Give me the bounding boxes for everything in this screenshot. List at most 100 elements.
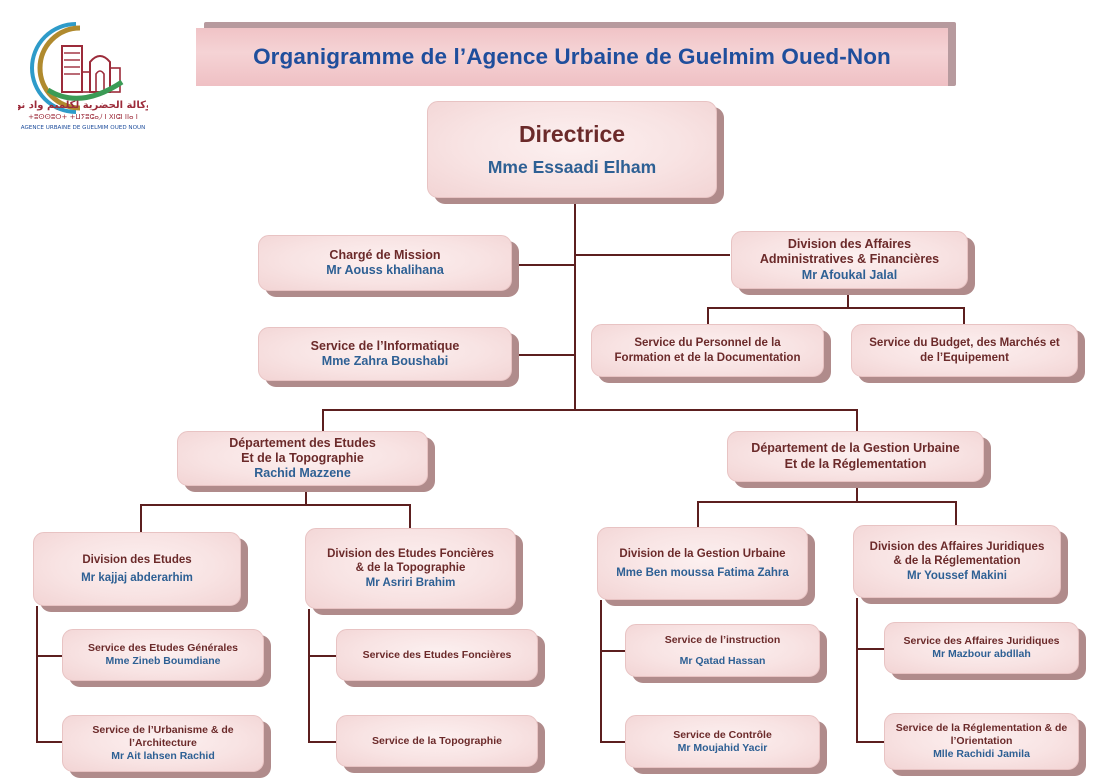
node-body: Service des Etudes Foncières	[336, 629, 538, 681]
node-body: Service de l’Urbanisme & de l’Architectu…	[62, 715, 264, 772]
connector-div-foncieres	[409, 504, 411, 528]
connector-div-etudes	[140, 504, 142, 532]
connector-div-juridiques	[955, 501, 957, 525]
node-charge-mission[interactable]: Chargé de Mission Mr Aouss khalihana	[258, 235, 519, 297]
node-service-urbanisme[interactable]: Service de l’Urbanisme & de l’Architectu…	[62, 715, 271, 778]
connector-div-gestion-spine	[600, 600, 602, 743]
node-person: Mr Youssef Makini	[907, 569, 1007, 582]
node-role: Département des Etudes Et de la Topograp…	[229, 435, 376, 465]
node-body: Chargé de Mission Mr Aouss khalihana	[258, 235, 512, 291]
node-body: Service de Contrôle Mr Moujahid Yacir	[625, 715, 820, 768]
node-division-gestion[interactable]: Division de la Gestion Urbaine Mme Ben m…	[597, 527, 815, 606]
connector-dep-etudes-down	[305, 486, 307, 505]
node-division-juridiques[interactable]: Division des Affaires Juridiques & de la…	[853, 525, 1068, 604]
node-body: Service du Personnel de la Formation et …	[591, 324, 824, 377]
node-division-etudes[interactable]: Division des Etudes Mr kajjaj abderarhim	[33, 532, 248, 612]
node-service-controle[interactable]: Service de Contrôle Mr Moujahid Yacir	[625, 715, 827, 774]
connector-svc-controle	[600, 741, 625, 743]
node-service-informatique[interactable]: Service de l’Informatique Mme Zahra Bous…	[258, 327, 519, 387]
connector-div-gestion	[697, 501, 699, 527]
node-departement-gestion[interactable]: Département de la Gestion Urbaine Et de …	[727, 431, 991, 488]
node-person: Mlle Rachidi Jamila	[933, 747, 1030, 760]
node-service-personnel[interactable]: Service du Personnel de la Formation et …	[591, 324, 831, 383]
node-role: Service de l’instruction	[664, 633, 781, 646]
node-body: Service de l’Informatique Mme Zahra Bous…	[258, 327, 512, 381]
node-person: Mme Zineb Boumdiane	[105, 655, 221, 667]
node-person: Mr kajjaj abderarhim	[81, 572, 193, 584]
connector-div-affaires	[574, 254, 730, 256]
node-service-instruction[interactable]: Service de l’instruction Mr Qatad Hassan	[625, 624, 827, 683]
connector-dep-etudes-stem	[322, 409, 324, 432]
connector-svc-etudes-fonc	[308, 655, 336, 657]
node-body: Département des Etudes Et de la Topograp…	[177, 431, 428, 486]
node-role: Division des Etudes	[82, 553, 192, 566]
node-body: Département de la Gestion Urbaine Et de …	[727, 431, 984, 482]
node-role: Service de Contrôle	[673, 728, 772, 741]
node-body: Division de la Gestion Urbaine Mme Ben m…	[597, 527, 808, 600]
node-division-affaires[interactable]: Division des Affaires Administratives & …	[731, 231, 975, 295]
node-service-reglementation[interactable]: Service de la Réglementation & de l’Orie…	[884, 713, 1086, 776]
node-body: Service de la Topographie	[336, 715, 538, 767]
node-body: Division des Affaires Administratives & …	[731, 231, 968, 289]
node-service-etudes-generales[interactable]: Service des Etudes Générales Mme Zineb B…	[62, 629, 271, 687]
node-division-foncieres[interactable]: Division des Etudes Foncières & de la To…	[305, 528, 523, 615]
node-body: Division des Affaires Juridiques & de la…	[853, 525, 1061, 598]
node-role: Service de l’Urbanisme & de l’Architectu…	[92, 724, 234, 750]
node-role: Division des Affaires Administratives & …	[759, 237, 940, 267]
node-service-affaires-juridiques[interactable]: Service des Affaires Juridiques Mr Mazbo…	[884, 622, 1086, 680]
node-departement-etudes[interactable]: Département des Etudes Et de la Topograp…	[177, 431, 435, 492]
node-role: Service du Personnel de la Formation et …	[614, 337, 801, 364]
logo-arabic-text: الوكالة الحضرية لكلميم واد نون	[18, 100, 148, 111]
node-body: Service des Etudes Générales Mme Zineb B…	[62, 629, 264, 681]
node-person: Mr Aouss khalihana	[326, 263, 444, 277]
node-role: Chargé de Mission	[329, 247, 441, 262]
node-person: Mr Ait lahsen Rachid	[111, 749, 215, 762]
connector-etudes-bus	[140, 504, 410, 506]
node-role: Directrice	[518, 121, 626, 148]
node-person: Mme Essaadi Elham	[487, 157, 657, 178]
connector-charge-mission	[517, 264, 575, 266]
node-role: Service du Budget, des Marchés et de l’E…	[869, 337, 1060, 364]
connector-svc-informatique	[517, 354, 575, 356]
node-body: Division des Etudes Foncières & de la To…	[305, 528, 516, 609]
node-person: Mr Mazbour abdllah	[932, 648, 1031, 660]
page-title: Organigramme de l’Agence Urbaine de Guel…	[196, 28, 948, 86]
node-service-etudes-foncieres[interactable]: Service des Etudes Foncières	[336, 629, 545, 687]
connector-dep-gestion-down	[856, 482, 858, 502]
node-body: Service des Affaires Juridiques Mr Mazbo…	[884, 622, 1079, 674]
connector-svc-instruction	[600, 650, 625, 652]
node-role: Service des Etudes Foncières	[362, 648, 512, 661]
node-directrice[interactable]: Directrice Mme Essaadi Elham	[427, 101, 724, 204]
node-body: Service du Budget, des Marchés et de l’E…	[851, 324, 1078, 377]
node-body: Division des Etudes Mr kajjaj abderarhim	[33, 532, 241, 606]
node-person: Mme Zahra Boushabi	[321, 354, 449, 368]
connector-svc-personnel	[707, 307, 709, 325]
connector-svc-urbanisme	[36, 741, 62, 743]
connector-div-juridiques-spine	[856, 598, 858, 743]
agency-logo: الوكالة الحضرية لكلميم واد نون +ⵓⵙⵙⵓⵔ+ +…	[18, 16, 148, 138]
connector-div-etudes-spine	[36, 606, 38, 743]
connector-svc-reglementation	[856, 741, 884, 743]
node-service-topographie[interactable]: Service de la Topographie	[336, 715, 545, 773]
node-person: Mme Ben moussa Fatima Zahra	[616, 566, 789, 579]
connector-gestion-bus	[697, 501, 956, 503]
node-role: Division de la Gestion Urbaine	[619, 548, 786, 561]
node-person: Rachid Mazzene	[254, 466, 351, 481]
connector-affaires-bus	[707, 307, 965, 309]
connector-div-foncieres-spine	[308, 609, 310, 743]
connector-affaires-stem	[847, 289, 849, 308]
connector-department-bus	[322, 409, 858, 411]
node-person: Mr Moujahid Yacir	[677, 741, 768, 754]
node-service-budget[interactable]: Service du Budget, des Marchés et de l’E…	[851, 324, 1085, 383]
node-person: Mr Asriri Brahim	[365, 576, 456, 589]
node-role: Division des Etudes Foncières & de la To…	[327, 548, 494, 575]
node-person: Mr Qatad Hassan	[679, 654, 766, 667]
node-role: Service de la Topographie	[372, 734, 502, 747]
connector-svc-juridiques	[856, 648, 884, 650]
node-role: Service de l’Informatique	[310, 338, 460, 353]
node-role: Service de la Réglementation & de l’Orie…	[895, 722, 1068, 748]
page-title-text: Organigramme de l’Agence Urbaine de Guel…	[253, 44, 891, 69]
node-body: Directrice Mme Essaadi Elham	[427, 101, 717, 198]
node-body: Service de l’instruction Mr Qatad Hassan	[625, 624, 820, 677]
